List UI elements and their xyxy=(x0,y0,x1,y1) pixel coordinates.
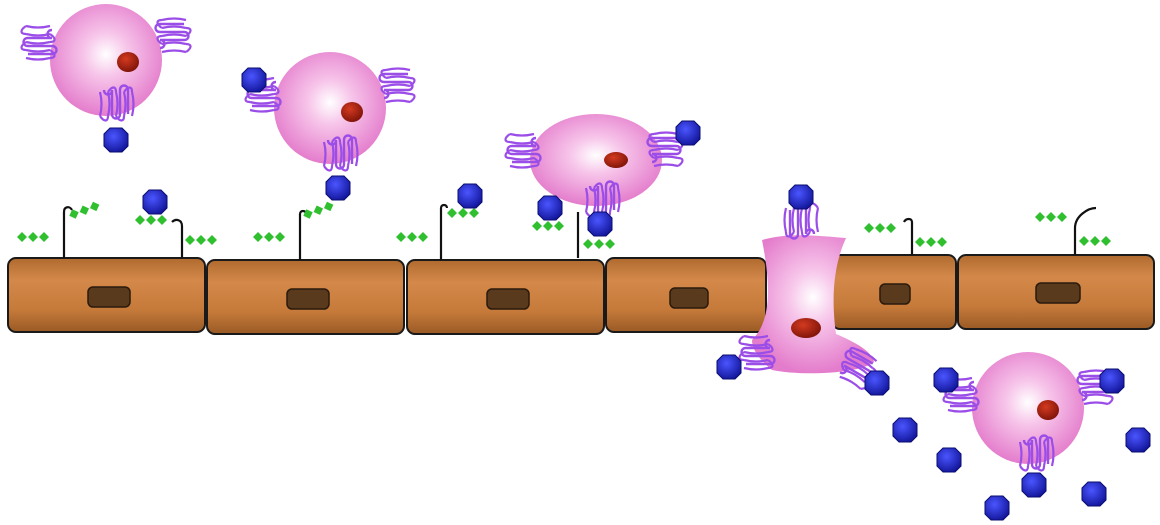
glycosaminoglycan-chain-icon xyxy=(864,219,947,255)
glycosaminoglycan-chain-icon xyxy=(135,215,217,258)
chemokine-molecule-icon xyxy=(588,212,612,236)
leukocyte-cell-icon xyxy=(506,114,701,236)
chemokine-receptor-icon xyxy=(22,26,57,60)
chemokine-molecule-icon xyxy=(1022,473,1046,497)
chemokine-molecule-icon xyxy=(789,185,813,209)
chemokine-molecule-icon xyxy=(242,68,266,92)
chemokine-molecule-icon xyxy=(1100,369,1124,393)
chemokine-receptor-icon xyxy=(156,19,191,53)
chemokine-molecule-icon xyxy=(937,448,961,472)
endothelial-cell-icon xyxy=(207,260,404,334)
chemokine-molecule-icon xyxy=(934,368,958,392)
chemokine-molecule-icon xyxy=(1082,482,1106,506)
chemokine-molecule-icon xyxy=(865,371,889,395)
leukocyte-cell-icon xyxy=(242,52,415,200)
chemokine-receptor-icon xyxy=(506,134,541,168)
glycosaminoglycan-chain-icon xyxy=(1035,208,1111,255)
chemokine-molecule-icon xyxy=(143,190,167,214)
chemokine-molecule-icon xyxy=(985,496,1009,520)
chemokine-molecule-icon xyxy=(893,418,917,442)
endothelial-cell-icon xyxy=(606,258,766,332)
chemokine-receptor-icon xyxy=(380,69,415,103)
chemokine-molecule-icon xyxy=(326,176,350,200)
glycosaminoglycan-chain-icon xyxy=(396,205,479,260)
chemokine-molecule-icon xyxy=(104,128,128,152)
glycosaminoglycan-chain-icon xyxy=(253,200,335,260)
chemokine-molecule-icon xyxy=(676,121,700,145)
chemokine-molecule-icon xyxy=(1126,428,1150,452)
free-chemokines xyxy=(143,184,1150,520)
glycosaminoglycan-chain-icon xyxy=(17,200,101,258)
endothelial-cell-icon xyxy=(958,255,1154,329)
chemokine-molecule-icon xyxy=(458,184,482,208)
leukocyte-cell-icon xyxy=(934,352,1124,497)
endothelial-cell-icon xyxy=(832,255,956,329)
leukocyte-cell-icon xyxy=(22,4,191,152)
endothelial-cell-icon xyxy=(8,258,205,332)
chemokine-molecule-icon xyxy=(717,355,741,379)
endothelial-cell-icon xyxy=(407,260,604,334)
chemokine-molecule-icon xyxy=(538,196,562,220)
endothelium-layer xyxy=(8,255,1154,334)
glycocalyx-layer xyxy=(17,200,1111,260)
